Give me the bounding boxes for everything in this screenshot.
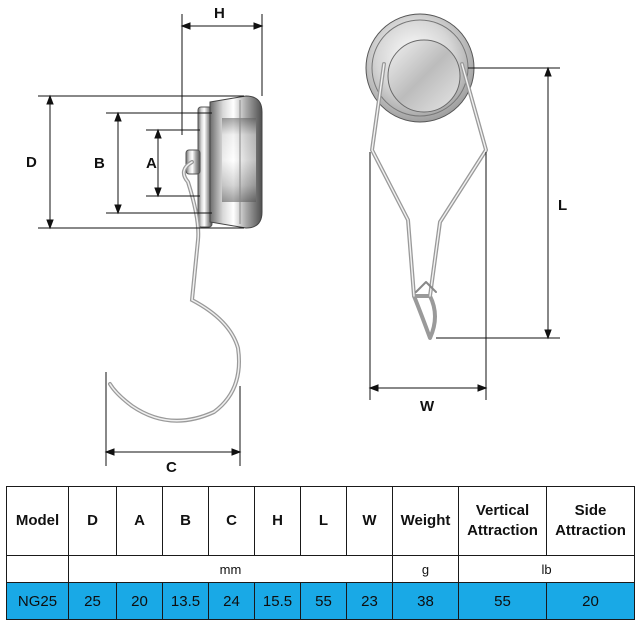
cell-weight: 38 bbox=[392, 582, 459, 620]
units-cell-mm: mm bbox=[68, 555, 393, 583]
header-cell: Model bbox=[6, 486, 69, 556]
dimension-b bbox=[106, 111, 212, 215]
header-cell: H bbox=[254, 486, 301, 556]
header-cell: D bbox=[68, 486, 117, 556]
header-cell: L bbox=[300, 486, 347, 556]
dimension-h bbox=[180, 14, 264, 135]
product-dimension-drawing: H D B A C bbox=[26, 5, 567, 476]
dimension-label-a: A bbox=[146, 155, 157, 172]
header-cell: Weight bbox=[392, 486, 459, 556]
cell-c: 24 bbox=[208, 582, 255, 620]
spec-table: Model D A B C H L W Weight Vertical Attr… bbox=[6, 486, 635, 620]
header-cell: Vertical Attraction bbox=[458, 486, 547, 556]
dimension-c bbox=[104, 372, 242, 466]
dimension-label-d: D bbox=[26, 154, 37, 171]
dimension-d bbox=[38, 94, 244, 230]
cell-a: 20 bbox=[116, 582, 163, 620]
dimension-l bbox=[436, 66, 560, 340]
cell-h: 15.5 bbox=[254, 582, 301, 620]
cell-side-attraction: 20 bbox=[546, 582, 635, 620]
side-view-hook bbox=[108, 160, 241, 423]
dimension-a bbox=[146, 128, 200, 198]
cell-model: NG25 bbox=[6, 582, 69, 620]
dimension-label-h: H bbox=[214, 5, 225, 22]
dimension-label-b: B bbox=[94, 155, 105, 172]
cell-d: 25 bbox=[68, 582, 117, 620]
units-cell-blank bbox=[6, 555, 69, 583]
table-header-row: Model D A B C H L W Weight Vertical Attr… bbox=[6, 486, 635, 556]
side-view-magnet bbox=[185, 95, 263, 229]
dimension-label-l: L bbox=[558, 197, 567, 214]
header-cell: B bbox=[162, 486, 209, 556]
units-cell-g: g bbox=[392, 555, 459, 583]
cell-vertical-attraction: 55 bbox=[458, 582, 547, 620]
front-view-magnet bbox=[365, 13, 475, 123]
dimension-w bbox=[368, 152, 488, 400]
cell-b: 13.5 bbox=[162, 582, 209, 620]
cell-l: 55 bbox=[300, 582, 347, 620]
dimension-label-c: C bbox=[166, 459, 177, 476]
units-cell-lb: lb bbox=[458, 555, 635, 583]
cell-w: 23 bbox=[346, 582, 393, 620]
header-cell: Side Attraction bbox=[546, 486, 635, 556]
header-cell: A bbox=[116, 486, 163, 556]
table-row: NG25 25 20 13.5 24 15.5 55 23 38 55 20 bbox=[6, 582, 635, 620]
header-cell: C bbox=[208, 486, 255, 556]
dimension-label-w: W bbox=[420, 398, 435, 415]
table-units-row: mm g lb bbox=[6, 555, 635, 583]
header-cell: W bbox=[346, 486, 393, 556]
front-view-hook bbox=[370, 62, 488, 340]
